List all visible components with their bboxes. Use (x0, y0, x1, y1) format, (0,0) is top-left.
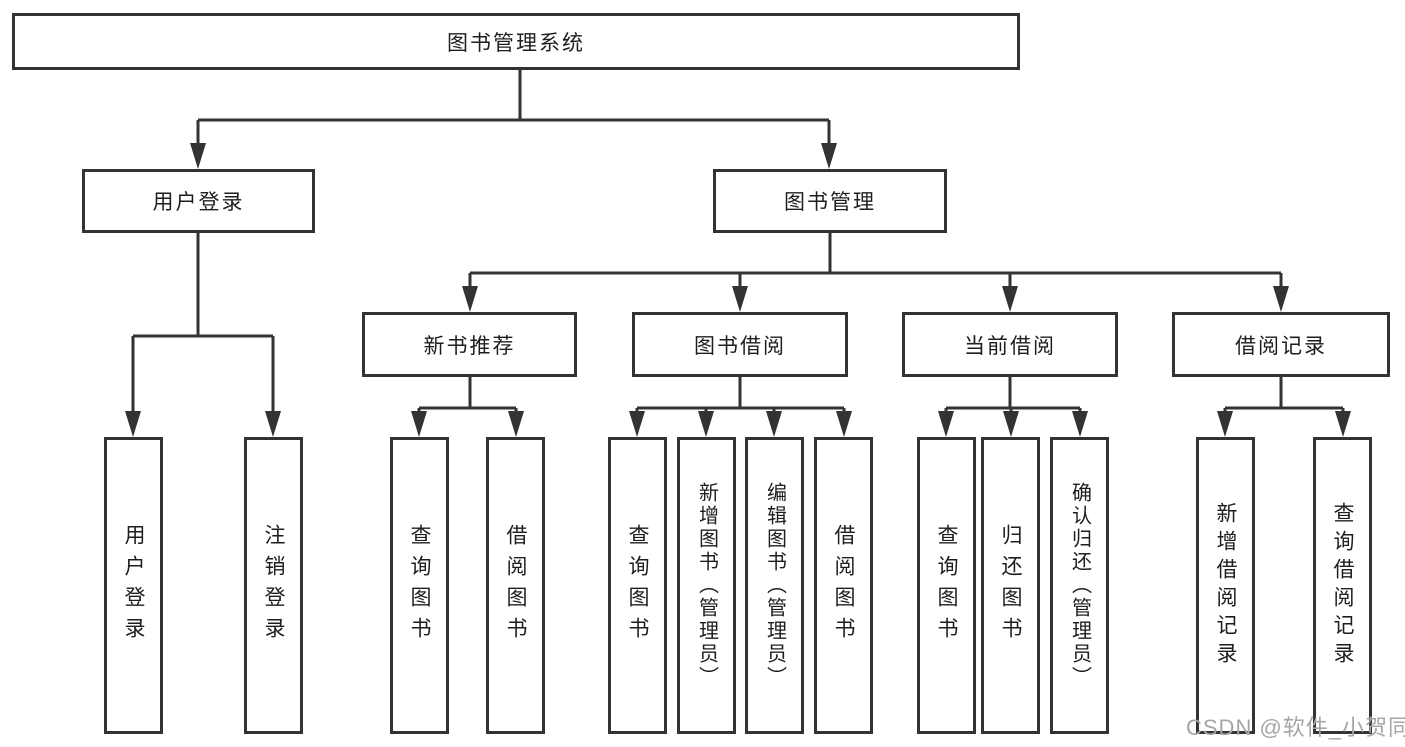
leaf-user-login: 用户登录 (104, 437, 163, 734)
leaf-return-books-label: 归还图书 (999, 523, 1022, 648)
leaf-logout-label: 注销登录 (262, 523, 285, 648)
leaf-query-books-current-label: 查询图书 (935, 523, 958, 648)
branch-book-management: 图书管理 (713, 169, 947, 233)
node-new-book-recommend: 新书推荐 (362, 312, 577, 377)
branch-user-login: 用户登录 (82, 169, 315, 233)
node-book-borrowing: 图书借阅 (632, 312, 848, 377)
leaf-query-books-borrowing-label: 查询图书 (626, 523, 649, 648)
node-borrowing-records: 借阅记录 (1172, 312, 1390, 377)
node-borrowing-records-label: 借阅记录 (1235, 334, 1327, 358)
leaf-user-login-label: 用户登录 (122, 523, 145, 648)
leaf-edit-book-admin-label: 编辑图书（管理员） (763, 482, 786, 689)
branch-book-management-label: 图书管理 (784, 191, 876, 214)
branch-user-login-label: 用户登录 (152, 191, 245, 214)
leaf-edit-book-admin: 编辑图书（管理员） (745, 437, 804, 734)
node-current-borrowing-label: 当前借阅 (964, 334, 1056, 358)
leaf-borrow-books-recommend: 借阅图书 (486, 437, 545, 734)
leaf-query-borrow-record: 查询借阅记录 (1313, 437, 1372, 734)
leaf-query-borrow-record-label: 查询借阅记录 (1331, 501, 1354, 670)
leaf-add-book-admin: 新增图书（管理员） (677, 437, 736, 734)
root-node-label: 图书管理系统 (447, 31, 585, 55)
leaf-add-book-admin-label: 新增图书（管理员） (695, 482, 718, 689)
leaf-add-borrow-record-label: 新增借阅记录 (1214, 501, 1237, 670)
leaf-query-books-current: 查询图书 (917, 437, 976, 734)
node-book-borrowing-label: 图书借阅 (694, 334, 786, 358)
leaf-query-books-borrowing: 查询图书 (608, 437, 667, 734)
leaf-logout: 注销登录 (244, 437, 303, 734)
leaf-confirm-return-admin-label: 确认归还（管理员） (1068, 482, 1091, 689)
leaf-confirm-return-admin: 确认归还（管理员） (1050, 437, 1109, 734)
node-new-book-recommend-label: 新书推荐 (423, 334, 516, 358)
leaf-add-borrow-record: 新增借阅记录 (1196, 437, 1255, 734)
root-node: 图书管理系统 (12, 13, 1020, 70)
leaf-return-books: 归还图书 (981, 437, 1040, 734)
node-current-borrowing: 当前借阅 (902, 312, 1118, 377)
watermark: CSDN @软件_小贺同学 (1186, 715, 1405, 740)
leaf-query-books-recommend: 查询图书 (390, 437, 449, 734)
leaf-borrow-books-recommend-label: 借阅图书 (504, 523, 527, 648)
leaf-query-books-recommend-label: 查询图书 (408, 523, 431, 648)
leaf-borrow-books-borrowing-label: 借阅图书 (832, 523, 855, 648)
leaf-borrow-books-borrowing: 借阅图书 (814, 437, 873, 734)
